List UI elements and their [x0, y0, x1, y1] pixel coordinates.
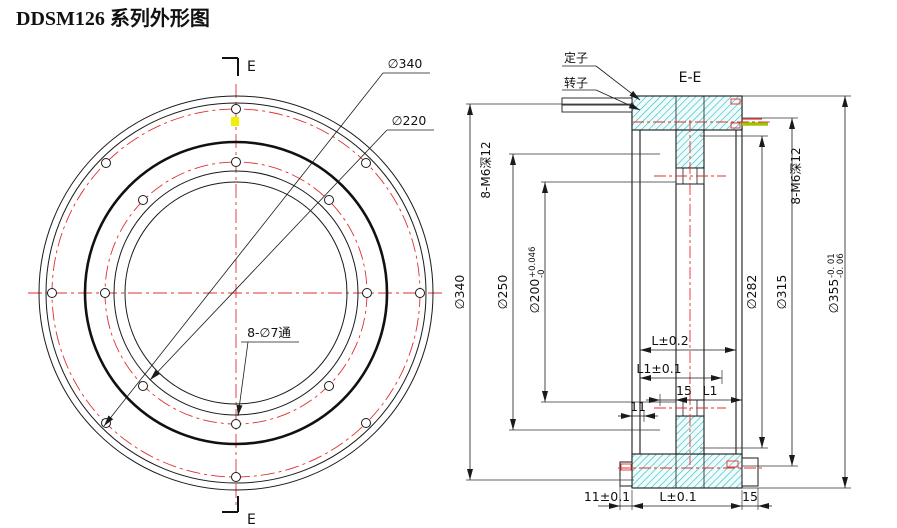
section-mark-top: E — [222, 57, 256, 76]
outer-bolt-holes — [47, 104, 425, 482]
holes-note-label: 8-∅7通 — [247, 325, 291, 340]
dim-L-mid-label: L±0.2 — [651, 333, 688, 348]
dim-leader-inner-circle — [149, 129, 434, 381]
front-view-centerlines — [28, 84, 444, 505]
lamination-strips — [561, 97, 633, 113]
dim-bolt-circle-label: ∅340 — [388, 56, 423, 71]
dia-355-tol-lower: -0. 06 — [836, 253, 846, 278]
dim-L1-mid-label: L1±0.1 — [636, 361, 681, 376]
dia-355-tol-upper: -0. 01 — [827, 253, 837, 278]
dim-L1-row-label: L1 — [703, 383, 718, 398]
section-view-title: E-E — [679, 70, 702, 86]
tap-note-right: 8-M6深12 — [789, 147, 803, 204]
dim-L-bottom-label: L±0.1 — [659, 489, 696, 504]
page-title: DDSM126 系列外形图 — [16, 6, 210, 30]
section-centerlines — [618, 120, 772, 469]
rotor-label: 转子 — [564, 75, 588, 90]
tap-note-left: 8-M6深12 — [479, 141, 493, 198]
dia-340-label: ∅340 — [452, 275, 467, 310]
section-mark-bottom-label: E — [247, 512, 256, 528]
section-mark-top-label: E — [247, 59, 256, 75]
vertical-dim-lines — [467, 96, 848, 488]
dim-leader-bolt-circle — [103, 72, 430, 427]
dim-15-mid-label: 15 — [676, 383, 692, 398]
stator-label: 定子 — [564, 50, 588, 65]
bore-circle — [124, 181, 348, 405]
stator-ring-top-section — [631, 95, 743, 131]
dia-315-label: ∅315 — [774, 275, 789, 310]
dia-355-label: ∅355 — [826, 279, 841, 314]
dim-11-mid-label: 11 — [630, 399, 646, 414]
dim-11-bottom-label: 11±0.1 — [584, 489, 630, 504]
inner-step-circle — [113, 170, 359, 416]
inner-bolt-holes — [100, 157, 372, 429]
dia-200-label: ∅200 — [527, 279, 542, 314]
mid-dim-lines — [618, 347, 742, 419]
front-view: ∅340 ∅220 8-∅7通 E E — [28, 56, 444, 528]
dim-15-bottom-label: 15 — [742, 489, 758, 504]
dia-282-label: ∅282 — [744, 275, 759, 310]
dia-355-label-group: ∅355 -0. 01 -0. 06 — [826, 253, 846, 313]
seal-block-bottom-left — [619, 461, 633, 487]
stator-rotor-leaders — [562, 65, 641, 111]
seal-details — [620, 98, 741, 471]
dim-inner-circle-label: ∅220 — [392, 113, 427, 128]
cover-block-bottom-right — [741, 457, 759, 487]
dia-250-label: ∅250 — [495, 275, 510, 310]
dia-200-tol-upper: +0.046 — [528, 247, 538, 278]
outer-diameter-circle — [38, 95, 434, 491]
section-view: E-E — [452, 50, 851, 510]
outer-step-circle — [45, 102, 427, 484]
rotor-edge-circle — [83, 140, 389, 446]
section-mark-bottom: E — [222, 496, 256, 528]
dia-200-label-group: ∅200 +0.046 -0 — [527, 247, 547, 314]
keyway-highlight — [231, 117, 239, 126]
dia-200-tol-lower: -0 — [537, 270, 547, 278]
stator-ring-bottom-section — [631, 453, 743, 489]
holes-note-leader — [236, 341, 299, 417]
